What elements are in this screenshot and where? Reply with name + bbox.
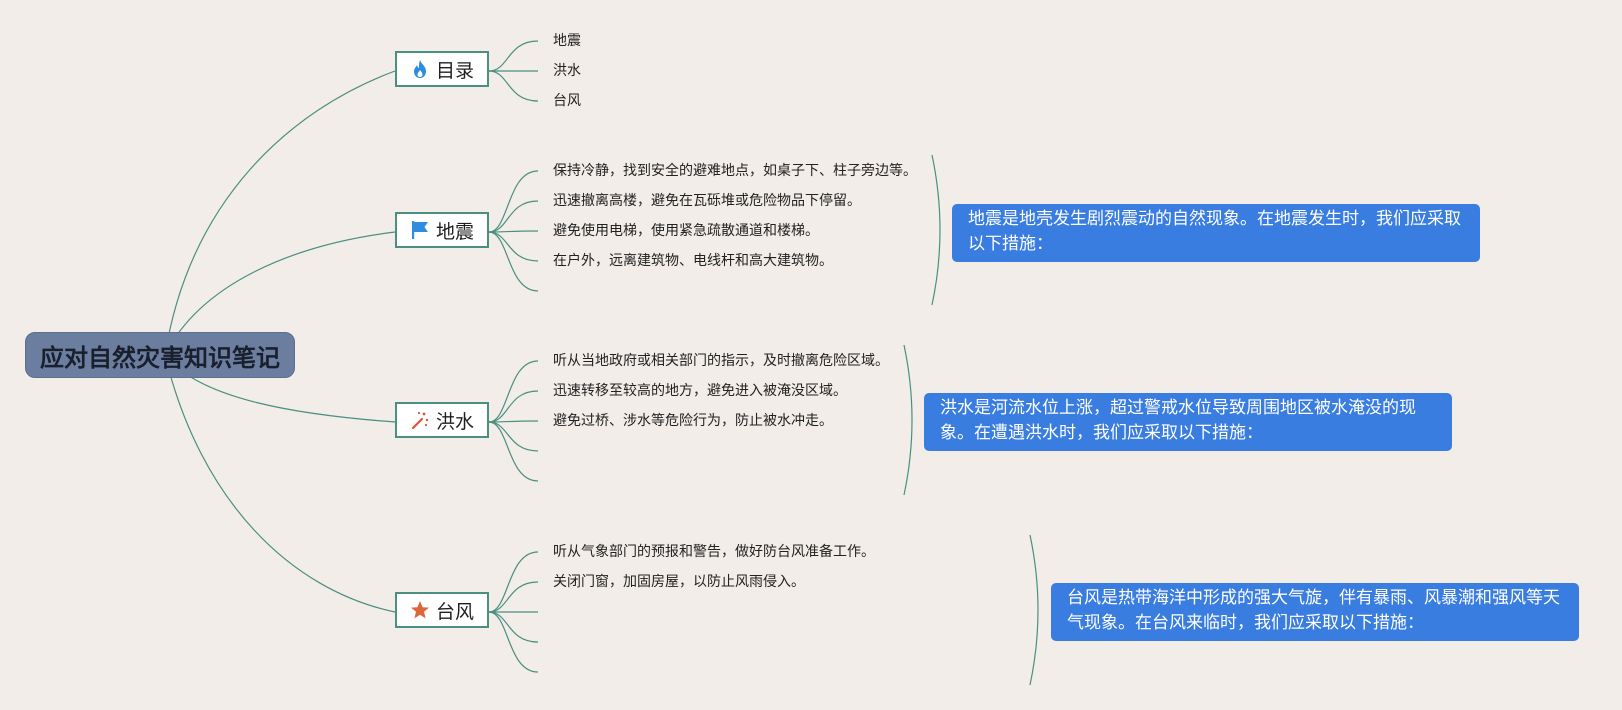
connector-root-toc bbox=[164, 70, 396, 356]
summary-bracket-flood bbox=[903, 344, 913, 496]
summary-text: 台风是热带海洋中形成的强大气旋，伴有暴雨、风暴潮和强风等天气现象。在台风来临时，… bbox=[1067, 588, 1560, 633]
connector-leaf-2-4 bbox=[488, 421, 539, 482]
connector-leaf-3-1 bbox=[488, 581, 539, 613]
summary-bracket-typhoon bbox=[1029, 534, 1039, 686]
branch-node-toc[interactable]: 目录 bbox=[395, 51, 489, 87]
connector-leaf-1-3 bbox=[488, 231, 539, 262]
connector-root-earthquake bbox=[164, 231, 396, 356]
summary-bracket-earthquake bbox=[931, 154, 941, 306]
flag-icon bbox=[410, 220, 430, 240]
branch-node-earthquake[interactable]: 地震 bbox=[395, 212, 489, 248]
connector-leaf-1-0 bbox=[488, 170, 539, 233]
summary-box-typhoon[interactable]: 台风是热带海洋中形成的强大气旋，伴有暴雨、风暴潮和强风等天气现象。在台风来临时，… bbox=[1051, 583, 1579, 641]
leaf-item[interactable]: 避免使用电梯，使用紧急疏散通道和楼梯。 bbox=[553, 223, 819, 239]
connector-leaf-1-4 bbox=[488, 231, 539, 292]
branch-label: 目录 bbox=[435, 59, 474, 82]
connector-leaf-2-3 bbox=[488, 421, 539, 452]
connector-leaf-0-0 bbox=[488, 40, 539, 72]
leaf-item[interactable]: 在户外，远离建筑物、电线杆和高大建筑物。 bbox=[553, 253, 833, 269]
connector-leaf-2-2 bbox=[488, 420, 539, 423]
summary-box-flood[interactable]: 洪水是河流水位上涨，超过警戒水位导致周围地区被水淹没的现象。在遭遇洪水时，我们应… bbox=[924, 393, 1452, 451]
connector-leaf-2-1 bbox=[488, 390, 539, 423]
leaf-item[interactable]: 保持冷静，找到安全的避难地点，如桌子下、柱子旁边等。 bbox=[553, 163, 917, 179]
summary-text: 洪水是河流水位上涨，超过警戒水位导致周围地区被水淹没的现象。在遭遇洪水时，我们应… bbox=[940, 398, 1416, 443]
leaf-item[interactable]: 避免过桥、涉水等危险行为，防止被水冲走。 bbox=[553, 413, 833, 429]
leaf-item[interactable]: 迅速撤离高楼，避免在瓦砾堆或危险物品下停留。 bbox=[553, 193, 861, 209]
leaf-item[interactable]: 听从气象部门的预报和警告，做好防台风准备工作。 bbox=[553, 544, 875, 560]
star-icon bbox=[410, 600, 430, 620]
connector-leaf-0-2 bbox=[488, 70, 539, 102]
magic-wand-icon bbox=[410, 410, 430, 430]
connector-leaf-3-4 bbox=[488, 611, 539, 673]
branch-node-flood[interactable]: 洪水 bbox=[395, 402, 489, 438]
leaf-item[interactable]: 台风 bbox=[553, 93, 581, 109]
root-label: 应对自然灾害知识笔记 bbox=[40, 343, 280, 372]
connector-leaf-1-1 bbox=[488, 200, 539, 233]
leaf-item[interactable]: 地震 bbox=[553, 33, 581, 49]
leaf-item[interactable]: 关闭门窗，加固房屋，以防止风雨侵入。 bbox=[553, 574, 805, 590]
connector-leaf-2-0 bbox=[488, 360, 539, 423]
branch-label: 台风 bbox=[435, 600, 474, 623]
root-node[interactable]: 应对自然灾害知识笔记 bbox=[25, 332, 295, 378]
summary-text: 地震是地壳发生剧烈震动的自然现象。在地震发生时，我们应采取以下措施： bbox=[968, 209, 1461, 254]
flame-icon bbox=[410, 59, 430, 79]
connector-leaf-1-2 bbox=[488, 230, 539, 233]
leaf-item[interactable]: 迅速转移至较高的地方，避免进入被淹没区域。 bbox=[553, 383, 847, 399]
summary-box-earthquake[interactable]: 地震是地壳发生剧烈震动的自然现象。在地震发生时，我们应采取以下措施： bbox=[952, 204, 1480, 262]
connector-leaf-3-3 bbox=[488, 611, 539, 643]
leaf-item[interactable]: 洪水 bbox=[553, 63, 581, 79]
leaf-item[interactable]: 听从当地政府或相关部门的指示，及时撤离危险区域。 bbox=[553, 353, 889, 369]
connector-root-typhoon bbox=[164, 354, 396, 613]
connector-leaf-3-0 bbox=[488, 551, 539, 613]
branch-label: 洪水 bbox=[435, 410, 474, 433]
branch-node-typhoon[interactable]: 台风 bbox=[395, 592, 489, 628]
branch-label: 地震 bbox=[435, 220, 474, 243]
